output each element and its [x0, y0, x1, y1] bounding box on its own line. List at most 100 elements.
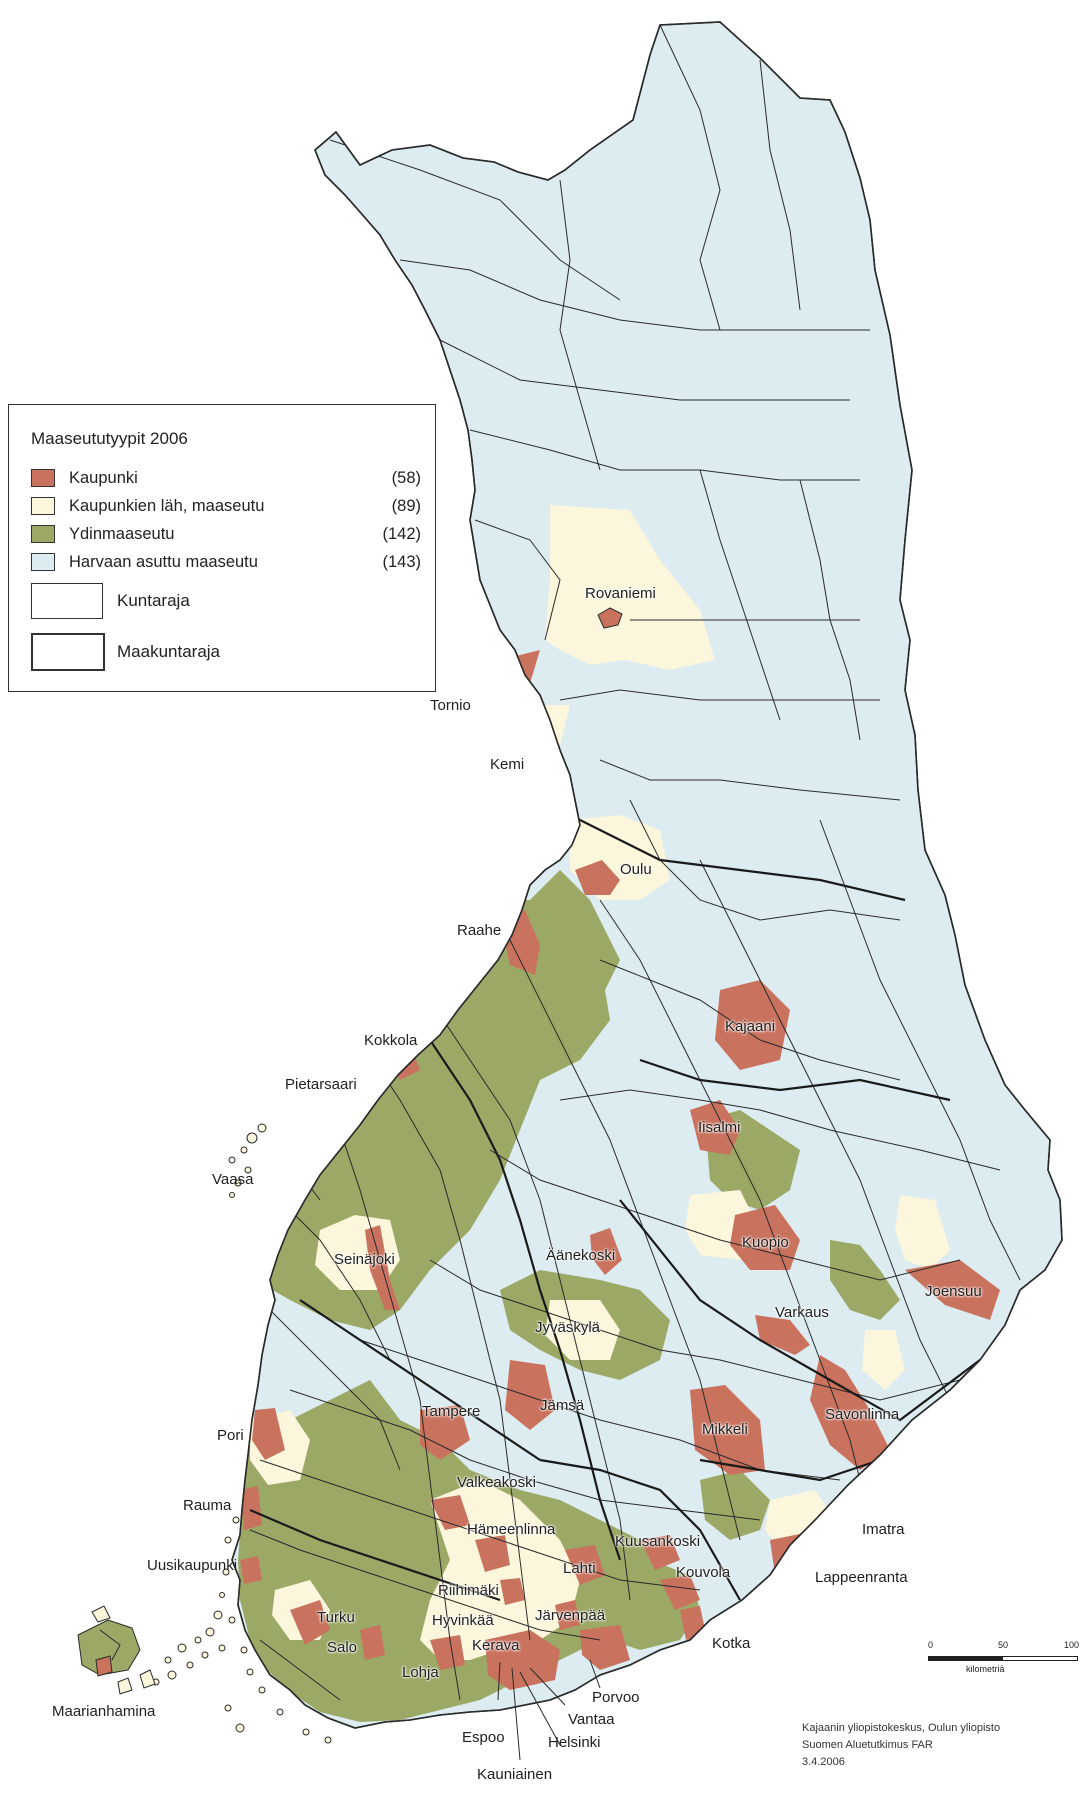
city-label-jyvaskyla: Jyväskylä: [535, 1319, 601, 1336]
legend-swatch-kaupunki: [31, 469, 55, 487]
legend-label: Kaupunkien läh, maaseutu: [69, 497, 265, 515]
city-label-lappeenranta: Lappeenranta: [815, 1569, 908, 1586]
city-label-aanekoski: Äänekoski: [546, 1247, 616, 1264]
kaupunki-riihimaki: [500, 1578, 525, 1605]
city-label-espoo: Espoo: [462, 1729, 505, 1746]
kaupunki-porvoo: [580, 1625, 630, 1670]
ydinmaaseutu-west: [238, 900, 610, 1330]
city-label-imatra: Imatra: [862, 1521, 905, 1538]
ydinmaaseutu-karelia: [830, 1240, 900, 1320]
city-label-raahe: Raahe: [457, 922, 502, 939]
legend-count: (142): [382, 525, 421, 543]
city-label-vaasa: Vaasa: [212, 1171, 254, 1188]
archipelago: [152, 1123, 332, 1744]
kaupunki-capital: [485, 1630, 560, 1690]
legend-item-kaupunki: Kaupunki (58): [31, 467, 421, 489]
legend-item-kaupunkien-lah: Kaupunkien läh, maaseutu (89): [31, 495, 421, 517]
kaupunki-varkaus: [755, 1315, 810, 1355]
kaupunki-mikkeli: [690, 1385, 765, 1475]
legend-swatch-kaupunkien-lah: [31, 497, 55, 515]
kaupunki-tampere: [420, 1405, 470, 1460]
map-legend: Maaseututyypit 2006 Kaupunki (58) Kaupun…: [8, 404, 436, 692]
city-label-riihimaki: Riihimäki: [438, 1582, 499, 1599]
city-label-tornio: Tornio: [430, 697, 471, 714]
city-label-tampere: Tampere: [422, 1403, 481, 1420]
legend-label: Kaupunki: [69, 469, 138, 487]
kaupunki-imatra: [830, 1505, 856, 1530]
kaupunki-oulu: [575, 860, 620, 895]
capital-pointer-lines: [497, 1659, 601, 1761]
legend-label-kuntaraja: Kuntaraja: [117, 591, 190, 610]
kaupunki-vaasa: [270, 1168, 295, 1195]
kaupunki-joensuu: [905, 1260, 1000, 1320]
city-label-kokkola: Kokkola: [364, 1032, 418, 1049]
city-label-helsinki: Helsinki: [548, 1734, 601, 1751]
kaupunki-savonlinna: [810, 1355, 890, 1470]
city-label-iisalmi: Iisalmi: [698, 1119, 741, 1136]
kaupunki-aanekoski: [590, 1228, 622, 1275]
city-label-pietarsaari: Pietarsaari: [285, 1076, 357, 1093]
kaupunkien-lah-rovaniemi: [545, 505, 715, 670]
kaupunki-kemi: [524, 735, 540, 752]
kaupunkien-lah-jyvaskyla: [545, 1300, 620, 1360]
legend-box-kuntaraja: [31, 583, 103, 619]
kaupunki-jamsa: [505, 1360, 555, 1430]
legend-count: (143): [382, 553, 421, 571]
kaupunki-rovaniemi-spot: [597, 607, 623, 629]
city-label-kuopio: Kuopio: [742, 1234, 789, 1251]
city-label-lahti: Lahti: [563, 1560, 596, 1577]
city-label-lohja: Lohja: [402, 1664, 439, 1681]
kaupunki-rauma: [240, 1486, 262, 1530]
city-label-turku: Turku: [317, 1609, 355, 1626]
city-label-uusikaupunki: Uusikaupunki: [147, 1557, 238, 1574]
kaupunki-kuopio: [730, 1205, 800, 1270]
kaupunki-turku: [290, 1600, 330, 1645]
city-label-hameenlinna: Hämeenlinna: [467, 1521, 556, 1538]
kaupunki-valkeakoski: [430, 1495, 470, 1530]
legend-count: (89): [391, 497, 421, 515]
credit-line: 3.4.2006: [802, 1756, 845, 1768]
kaupunki-hameenlinna: [475, 1535, 510, 1572]
ydinmaaseutu-north-ostro: [530, 870, 620, 1000]
legend-box-maakuntaraja: [31, 633, 105, 671]
kaupunki-tornio: [480, 650, 540, 745]
city-label-kuusankoski: Kuusankoski: [615, 1533, 701, 1550]
legend-count: (58): [391, 469, 421, 487]
regional-borders: [249, 788, 981, 1602]
scale-bar: 0 50 100 kilometriä: [928, 1640, 1080, 1680]
scale-line: [928, 1656, 1078, 1661]
kaupunki-salo: [360, 1625, 385, 1660]
city-label-pori: Pori: [217, 1427, 244, 1444]
kaupunki-kuusankoski: [640, 1535, 680, 1570]
scale-tick-100: 100: [1064, 1640, 1080, 1650]
legend-title: Maaseututyypit 2006: [31, 429, 188, 448]
city-label-vantaa: Vantaa: [568, 1711, 615, 1728]
city-label-jamsa: Jämsä: [540, 1397, 585, 1414]
legend-label: Ydinmaaseutu: [69, 525, 175, 543]
kaupunki-lohja: [430, 1635, 465, 1670]
kaupunki-kouvola: [660, 1575, 700, 1610]
credit-line: Suomen Aluetutkimus FAR: [802, 1739, 933, 1751]
kaupunki-pori: [252, 1408, 285, 1460]
legend-swatch-harvaan: [31, 553, 55, 571]
city-label-porvoo: Porvoo: [592, 1689, 640, 1706]
legend-label: Harvaan asuttu maaseutu: [69, 553, 258, 571]
city-label-kauniainen: Kauniainen: [477, 1766, 553, 1783]
city-label-salo: Salo: [327, 1639, 358, 1656]
kaupunkien-lah-joensuu: [895, 1195, 950, 1270]
legend-label-maakuntaraja: Maakuntaraja: [117, 642, 221, 661]
kaupunki-uusikaupunki: [240, 1556, 262, 1584]
legend-item-harvaan: Harvaan asuttu maaseutu (143): [31, 551, 421, 573]
city-label-seinajoki: Seinäjoki: [334, 1251, 395, 1268]
aland-islands: [77, 1605, 156, 1695]
city-label-oulu: Oulu: [620, 861, 652, 878]
scale-tick-50: 50: [998, 1640, 1009, 1650]
city-label-kerava: Kerava: [472, 1637, 520, 1654]
legend-item-ydinmaaseutu: Ydinmaaseutu (142): [31, 523, 421, 545]
legend-swatch-ydinmaaseutu: [31, 525, 55, 543]
kaupunki-iisalmi: [690, 1100, 740, 1155]
city-label-joensuu: Joensuu: [925, 1283, 982, 1300]
credit-line: Kajaanin yliopistokeskus, Oulun yliopist…: [802, 1722, 1001, 1734]
municipality-borders: [249, 24, 1021, 1701]
